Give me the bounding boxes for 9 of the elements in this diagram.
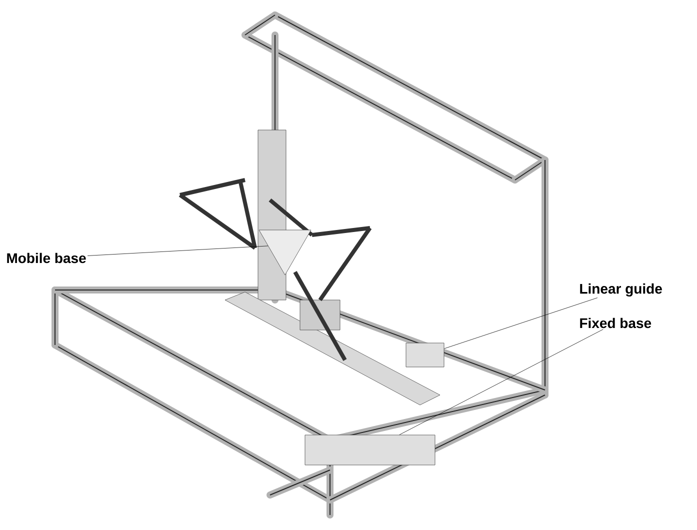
base-block xyxy=(406,342,444,368)
part-label: Fixed base xyxy=(580,318,652,328)
mobile-base-plate xyxy=(258,230,312,276)
leader-line xyxy=(444,298,598,349)
part-label: Linear guide xyxy=(580,283,662,297)
base-block xyxy=(304,434,436,466)
part-label: Mobile base xyxy=(7,252,86,264)
leader-line xyxy=(399,329,604,435)
leader-line xyxy=(87,246,268,256)
